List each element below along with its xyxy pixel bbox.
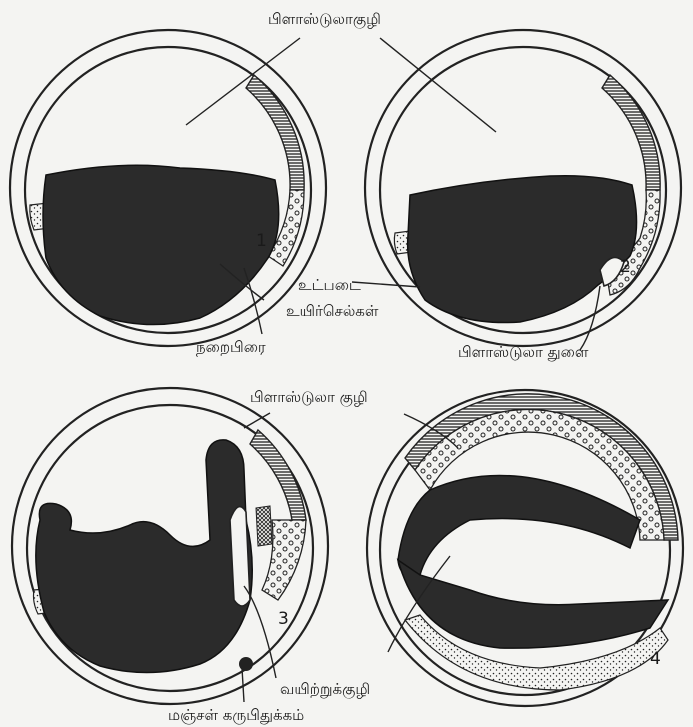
- stage-3-embryo: [12, 388, 328, 704]
- label-grey-crescent: நறைபிரை: [196, 338, 266, 356]
- stage-2-embryo: [365, 30, 681, 346]
- label-germ-cells: உயிர்செல்கள்: [286, 302, 379, 320]
- stage-number-4: 4: [650, 649, 661, 669]
- stage-number-1: 1: [256, 231, 267, 251]
- label-hypoblast: உட்படை: [298, 276, 361, 294]
- stage-1-embryo: [10, 30, 326, 346]
- label-blastula-cavity-top: பிளாஸ்டுலாகுழி: [268, 10, 381, 29]
- stage-number-3: 3: [278, 609, 289, 629]
- label-blastula-cavity-mid: பிளாஸ்டுலா குழி: [250, 388, 368, 407]
- stage-4-embryo: [367, 390, 683, 706]
- label-gut-cavity: வயிற்றுக்குழி: [280, 680, 370, 699]
- label-blastopore: பிளாஸ்டுலா துளை: [458, 343, 589, 361]
- stage-number-2: 2: [620, 257, 631, 277]
- label-yolk-plug: மஞ்சள் கருபிதுக்கம்: [168, 706, 304, 724]
